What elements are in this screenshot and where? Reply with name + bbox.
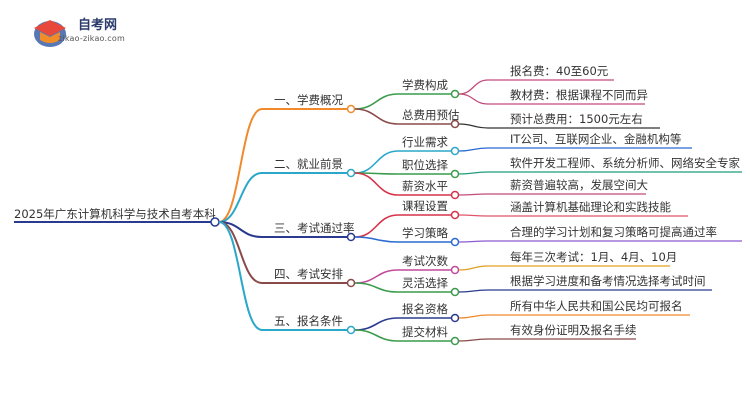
subtopic-label: 行业需求 (402, 135, 448, 149)
detail-label: 所有中华人民共和国公民均可报名 (510, 299, 683, 313)
detail-label: 合理的学习计划和复习策略可提高通过率 (510, 225, 717, 239)
subtopic-label: 总费用预估 (402, 108, 460, 122)
subtopic-node-dot (450, 336, 460, 346)
detail-connector (458, 171, 489, 175)
subtopic-label: 职位选择 (402, 158, 448, 172)
detail-connector (458, 147, 489, 152)
detail-connector (458, 79, 489, 95)
subtopic-node-dot (450, 89, 460, 99)
subtopic-connector (354, 269, 399, 284)
subtopic-label: 薪资水平 (402, 179, 448, 193)
branch-label: 三、考试通过率 (274, 221, 355, 235)
detail-label: 预计总费用：1500元左右 (510, 112, 643, 126)
detail-label: 软件开发工程师、系统分析师、网络安全专家 (510, 156, 740, 170)
subtopic-connector (354, 93, 399, 110)
detail-label: 涵盖计算机基础理论和实践技能 (510, 200, 671, 214)
subtopic-connector (354, 150, 399, 174)
site-logo[interactable] (28, 12, 168, 52)
detail-connector (458, 214, 489, 217)
subtopic-label: 课程设置 (402, 199, 448, 213)
subtopic-label: 学费构成 (402, 78, 448, 92)
branch-label: 五、报名条件 (274, 314, 343, 328)
detail-label: 有效身份证明及报名手续 (510, 323, 637, 337)
subtopic-connector (354, 329, 399, 342)
detail-connector (458, 289, 489, 293)
subtopic-label: 报名资格 (402, 302, 448, 316)
branch-connector (218, 172, 263, 223)
subtopic-connector (354, 236, 399, 243)
root-label: 2025年广东计算机科学与技术自考本科 (14, 207, 216, 221)
subtopic-connector (354, 172, 399, 196)
detail-connector (458, 93, 489, 105)
branch-node-dot (346, 325, 356, 335)
subtopic-node-dot (450, 237, 460, 247)
subtopic-connector (354, 282, 399, 293)
subtopic-connector (354, 108, 399, 125)
subtopic-node-dot (450, 146, 460, 156)
subtopic-node-dot (450, 313, 460, 323)
subtopic-label: 灵活选择 (402, 276, 448, 290)
subtopic-node-dot (450, 119, 460, 129)
detail-connector (458, 123, 489, 129)
branch-label: 二、就业前景 (274, 157, 343, 171)
detail-connector (458, 338, 489, 342)
branch-node-dot (346, 278, 356, 288)
subtopic-label: 学习策略 (402, 226, 448, 240)
detail-connector (458, 314, 489, 319)
detail-label: 根据学习进度和备考情况选择考试时间 (510, 274, 706, 288)
subtopic-node-dot (450, 210, 460, 220)
logo-url: zikao-zikao.com (58, 34, 125, 43)
branch-node-dot (346, 168, 356, 178)
detail-label: IT公司、互联网企业、金融机构等 (510, 132, 681, 146)
branch-label: 四、考试安排 (274, 267, 343, 281)
detail-connector (458, 193, 489, 196)
detail-label: 每年三次考试：1月、4月、10月 (510, 250, 677, 264)
graduation-cap-icon (34, 20, 66, 47)
detail-connector (458, 265, 489, 271)
subtopic-label: 考试次数 (402, 254, 448, 268)
root-node-dot (210, 217, 220, 227)
logo-title: 自考网 (78, 18, 118, 33)
branch-label: 一、学费概况 (274, 93, 343, 107)
detail-label: 报名费：40至60元 (510, 64, 609, 78)
branch-connector (218, 108, 263, 223)
branch-connector (218, 221, 263, 331)
detail-label: 教材费：根据课程不同而异 (510, 88, 648, 102)
subtopic-connector (354, 214, 399, 238)
subtopic-label: 提交材料 (402, 325, 448, 339)
subtopic-connector (354, 317, 399, 331)
subtopic-node-dot (450, 190, 460, 200)
subtopic-node-dot (450, 287, 460, 297)
branch-node-dot (346, 104, 356, 114)
detail-label: 薪资普遍较高，发展空间大 (510, 178, 648, 192)
subtopic-node-dot (450, 265, 460, 275)
subtopic-node-dot (450, 169, 460, 179)
branch-node-dot (346, 232, 356, 242)
detail-connector (458, 240, 489, 243)
